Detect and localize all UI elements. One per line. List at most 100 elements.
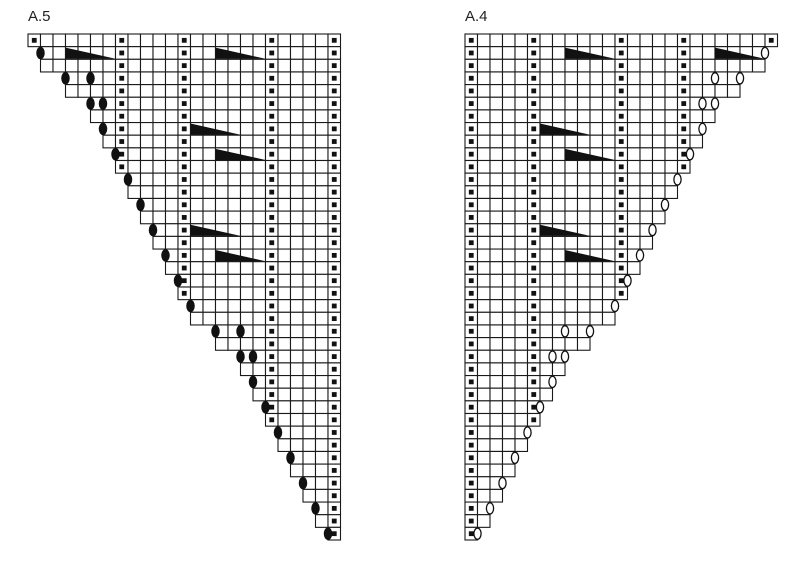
grid-cell [139, 33, 154, 48]
grid-cell [227, 96, 242, 111]
grid-cell [227, 84, 242, 98]
grid-cell [514, 58, 529, 73]
grid-cell [476, 349, 491, 364]
grid-cell [551, 362, 566, 377]
marker-square-icon [531, 88, 537, 94]
marker-square-icon [468, 37, 474, 43]
grid-cell [501, 286, 516, 301]
grid-cell [189, 46, 204, 60]
grid-cell [289, 425, 304, 440]
yarn-over-filled-icon [261, 400, 270, 414]
marker-square-icon [331, 493, 337, 499]
chart-row [264, 400, 342, 415]
yarn-over-filled-icon [173, 274, 183, 287]
grid-cell [476, 463, 491, 478]
grid-cell [289, 122, 304, 136]
grid-cell [551, 248, 566, 263]
grid-cell [289, 172, 304, 187]
grid-cell [227, 134, 242, 149]
yarn-over-open-icon [498, 476, 507, 490]
chart-row [464, 476, 504, 490]
grid-cell [576, 84, 591, 98]
grid-cell [626, 235, 641, 250]
marker-square-icon [119, 37, 125, 43]
grid-cell [514, 46, 529, 60]
grid-cell [551, 172, 566, 187]
yarn-over-filled-icon [86, 97, 95, 110]
grid-cell [751, 33, 766, 48]
grid-cell [252, 71, 267, 86]
yarn-over-open-icon [548, 350, 557, 363]
yarn-over-open-icon [685, 147, 695, 161]
grid-cell [476, 450, 491, 465]
grid-cell [551, 71, 566, 86]
grid-cell [289, 58, 304, 73]
marker-square-icon [331, 265, 337, 271]
grid-cell [589, 210, 604, 225]
marker-square-icon [269, 37, 275, 43]
grid-cell [689, 46, 704, 60]
marker-square-icon [331, 215, 337, 220]
marker-square-icon [531, 278, 537, 284]
grid-cell [514, 210, 529, 225]
grid-cell [551, 273, 566, 288]
grid-cell [576, 159, 591, 174]
chart-row [177, 286, 342, 301]
grid-cell [127, 185, 142, 200]
marker-square-icon [468, 379, 474, 385]
chart-row [177, 273, 342, 288]
grid-cell [164, 122, 179, 136]
grid-cell [489, 425, 504, 440]
chart-row [464, 311, 616, 326]
grid-cell [514, 299, 529, 313]
marker-square-icon [468, 518, 474, 524]
grid-cell [589, 273, 604, 288]
grid-cell [277, 185, 292, 200]
yarn-over-open-icon [735, 72, 745, 85]
chart-row [464, 46, 766, 60]
grid-cell [277, 374, 292, 389]
grid-cell [539, 58, 554, 73]
chart-row [252, 374, 342, 389]
grid-cell [314, 248, 329, 263]
grid-cell [489, 374, 504, 389]
marker-square-icon [331, 366, 337, 372]
grid-cell [514, 311, 529, 326]
grid-cell [102, 33, 117, 48]
grid-cell [639, 84, 654, 98]
marker-square-icon [618, 177, 624, 182]
grid-cell [139, 109, 154, 124]
marker-square-icon [618, 202, 624, 208]
marker-square-icon [119, 113, 125, 119]
grid-cell [476, 134, 491, 149]
grid-cell [476, 159, 491, 174]
marker-square-icon [269, 354, 275, 359]
yarn-over-open-icon [473, 527, 482, 540]
grid-cell [626, 58, 641, 73]
grid-cell [77, 84, 92, 98]
grid-cell [626, 147, 641, 162]
grid-cell [214, 71, 229, 86]
marker-square-icon [181, 290, 187, 296]
marker-square-icon [119, 50, 125, 56]
grid-cell [576, 71, 591, 86]
grid-cell [277, 84, 292, 98]
grid-cell [277, 311, 292, 326]
grid-cell [314, 374, 329, 389]
grid-cell [252, 96, 267, 111]
grid-cell [289, 463, 304, 478]
grid-cell [626, 223, 641, 237]
grid-cell [476, 286, 491, 301]
grid-cell [589, 185, 604, 200]
grid-cell [314, 387, 329, 402]
grid-cell [539, 324, 554, 339]
grid-cell [277, 159, 292, 174]
grid-cell [651, 71, 666, 86]
yarn-over-filled-icon [111, 147, 120, 161]
grid-cell [701, 84, 716, 98]
grid-cell [651, 210, 666, 225]
grid-cell [127, 147, 142, 162]
grid-cell [127, 96, 142, 111]
grid-cell [564, 33, 579, 48]
grid-cell [551, 286, 566, 301]
